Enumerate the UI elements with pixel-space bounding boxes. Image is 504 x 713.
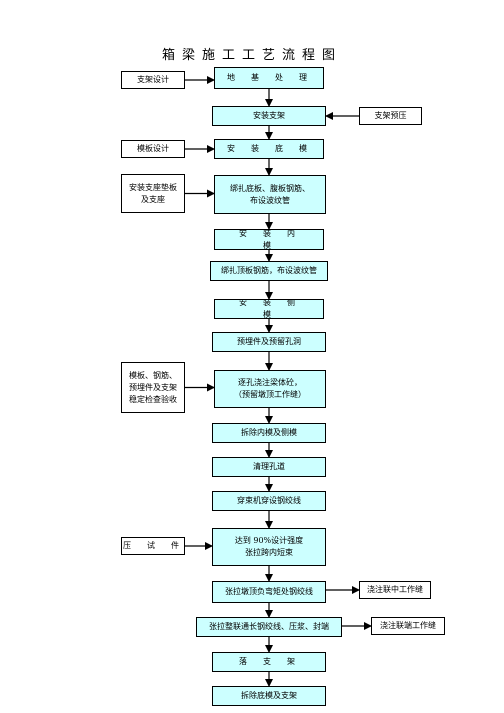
note-formwork-design: 模板设计 [121,140,185,158]
step-tension-full-length: 张拉整联通长钢绞线、压浆、封端 [196,617,342,637]
step-install-bottom-form: 安 装 底 模 [214,139,324,159]
step-remove-bottom-form-support: 拆除底模及支架 [212,686,326,706]
step-install-side-form: 安 装 侧 模 [214,299,324,319]
note-support-design: 支架设计 [121,71,185,89]
diagram-title: 箱梁施工工艺流程图 [161,48,342,63]
step-bind-top-rebar: 绑扎顶板钢筋，布设波纹管 [210,261,328,281]
step-ground-treatment: 地 基 处 理 [214,67,324,89]
note-pour-mid-joint: 浇注联中工作缝 [359,581,431,599]
note-install-bearing-plates: 安装支座垫板 及支座 [121,174,185,213]
note-test-specimens: 压 试 件 [121,537,185,555]
note-support-preload: 支架预压 [359,107,422,125]
step-embedded-parts: 预埋件及预留孔洞 [212,332,326,352]
step-install-inner-form: 安 装 内 模 [214,229,324,250]
step-tension-pier-top: 张拉墩顶负弯矩处钢绞线 [212,581,326,603]
step-pour-concrete: 逐孔浇注梁体砼， （预留墩顶工作缝） [214,370,326,408]
step-remove-inner-side-forms: 拆除内模及侧模 [212,423,326,443]
step-install-support: 安装支架 [212,106,326,126]
step-thread-strands: 穿束机穿设钢绞线 [212,491,326,511]
step-clean-ducts: 清理孔道 [212,457,326,477]
note-pour-end-joint: 浇注联端工作缝 [371,617,445,635]
step-bind-bottom-web-rebar: 绑扎底板、腹板钢筋、 布设波纹管 [214,175,326,214]
step-lower-support: 落 支 架 [212,652,326,672]
step-tension-short-tendons: 达到 90%设计强度 张拉跨内短束 [212,528,326,566]
note-inspection-acceptance: 模板、钢筋、 预埋件及支架 稳定检查验收 [121,362,185,413]
